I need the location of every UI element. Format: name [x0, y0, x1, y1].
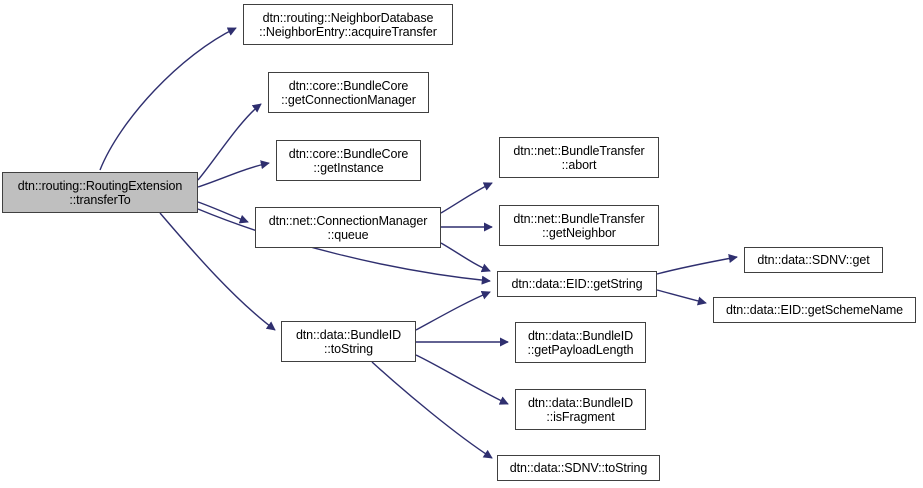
call-node-label: dtn::core::BundleCore ::getInstance	[288, 146, 409, 175]
call-node-getPayloadLength[interactable]: dtn::data::BundleID ::getPayloadLength	[515, 322, 646, 363]
call-edge-bundleIdToString-to-isFragment	[415, 354, 509, 405]
call-node-getNeighbor[interactable]: dtn::net::BundleTransfer ::getNeighbor	[499, 205, 659, 246]
call-node-label: dtn::data::EID::getSchemeName	[725, 303, 904, 317]
call-node-label: dtn::data::SDNV::get	[757, 253, 870, 267]
call-node-sdnvGet[interactable]: dtn::data::SDNV::get	[744, 247, 883, 273]
call-edge-transferTo-to-getString	[197, 208, 491, 285]
call-node-label: dtn::routing::NeighborDatabase ::Neighbo…	[259, 10, 437, 39]
call-node-label: dtn::net::BundleTransfer ::getNeighbor	[513, 211, 645, 240]
call-node-getConnectionManager[interactable]: dtn::core::BundleCore ::getConnectionMan…	[268, 72, 429, 113]
call-edge-transferTo-to-getInstance	[197, 160, 270, 188]
call-edge-getString-to-sdnvGet	[656, 254, 738, 275]
call-node-label: dtn::data::BundleID ::getPayloadLength	[527, 328, 634, 357]
call-edge-queue-to-abort	[440, 182, 493, 214]
call-edges	[99, 27, 738, 459]
call-node-label: dtn::core::BundleCore ::getConnectionMan…	[281, 78, 416, 107]
call-node-label: dtn::data::BundleID ::isFragment	[527, 395, 634, 424]
call-edge-bundleIdToString-to-sdnvToString	[371, 361, 493, 459]
call-node-transferTo[interactable]: dtn::routing::RoutingExtension ::transfe…	[2, 172, 198, 213]
call-node-label: dtn::data::BundleID ::toString	[295, 327, 402, 356]
call-node-bundleIdToString[interactable]: dtn::data::BundleID ::toString	[281, 321, 416, 362]
call-node-label: dtn::net::BundleTransfer ::abort	[513, 143, 645, 172]
call-node-sdnvToString[interactable]: dtn::data::SDNV::toString	[497, 455, 660, 481]
call-node-getInstance[interactable]: dtn::core::BundleCore ::getInstance	[276, 140, 421, 181]
call-node-label: dtn::routing::RoutingExtension ::transfe…	[17, 178, 183, 207]
call-node-getSchemeName[interactable]: dtn::data::EID::getSchemeName	[713, 297, 916, 323]
call-edge-transferTo-to-queue	[197, 201, 249, 224]
call-edge-transferTo-to-acquireTransfer	[99, 27, 237, 171]
call-edge-queue-to-getString	[440, 242, 491, 273]
call-node-label: dtn::net::ConnectionManager ::queue	[268, 213, 428, 242]
call-node-isFragment[interactable]: dtn::data::BundleID ::isFragment	[515, 389, 646, 430]
call-node-getString[interactable]: dtn::data::EID::getString	[497, 271, 657, 297]
call-node-queue[interactable]: dtn::net::ConnectionManager ::queue	[255, 207, 441, 248]
call-node-label: dtn::data::SDNV::toString	[509, 461, 648, 475]
call-edge-transferTo-to-bundleIdToString	[159, 212, 276, 331]
call-node-abort[interactable]: dtn::net::BundleTransfer ::abort	[499, 137, 659, 178]
call-edge-bundleIdToString-to-getString	[415, 290, 491, 331]
call-node-acquireTransfer[interactable]: dtn::routing::NeighborDatabase ::Neighbo…	[243, 4, 453, 45]
call-node-label: dtn::data::EID::getString	[511, 277, 643, 291]
call-edge-transferTo-to-getConnectionManager	[197, 103, 262, 181]
call-edge-getString-to-getSchemeName	[656, 289, 707, 306]
